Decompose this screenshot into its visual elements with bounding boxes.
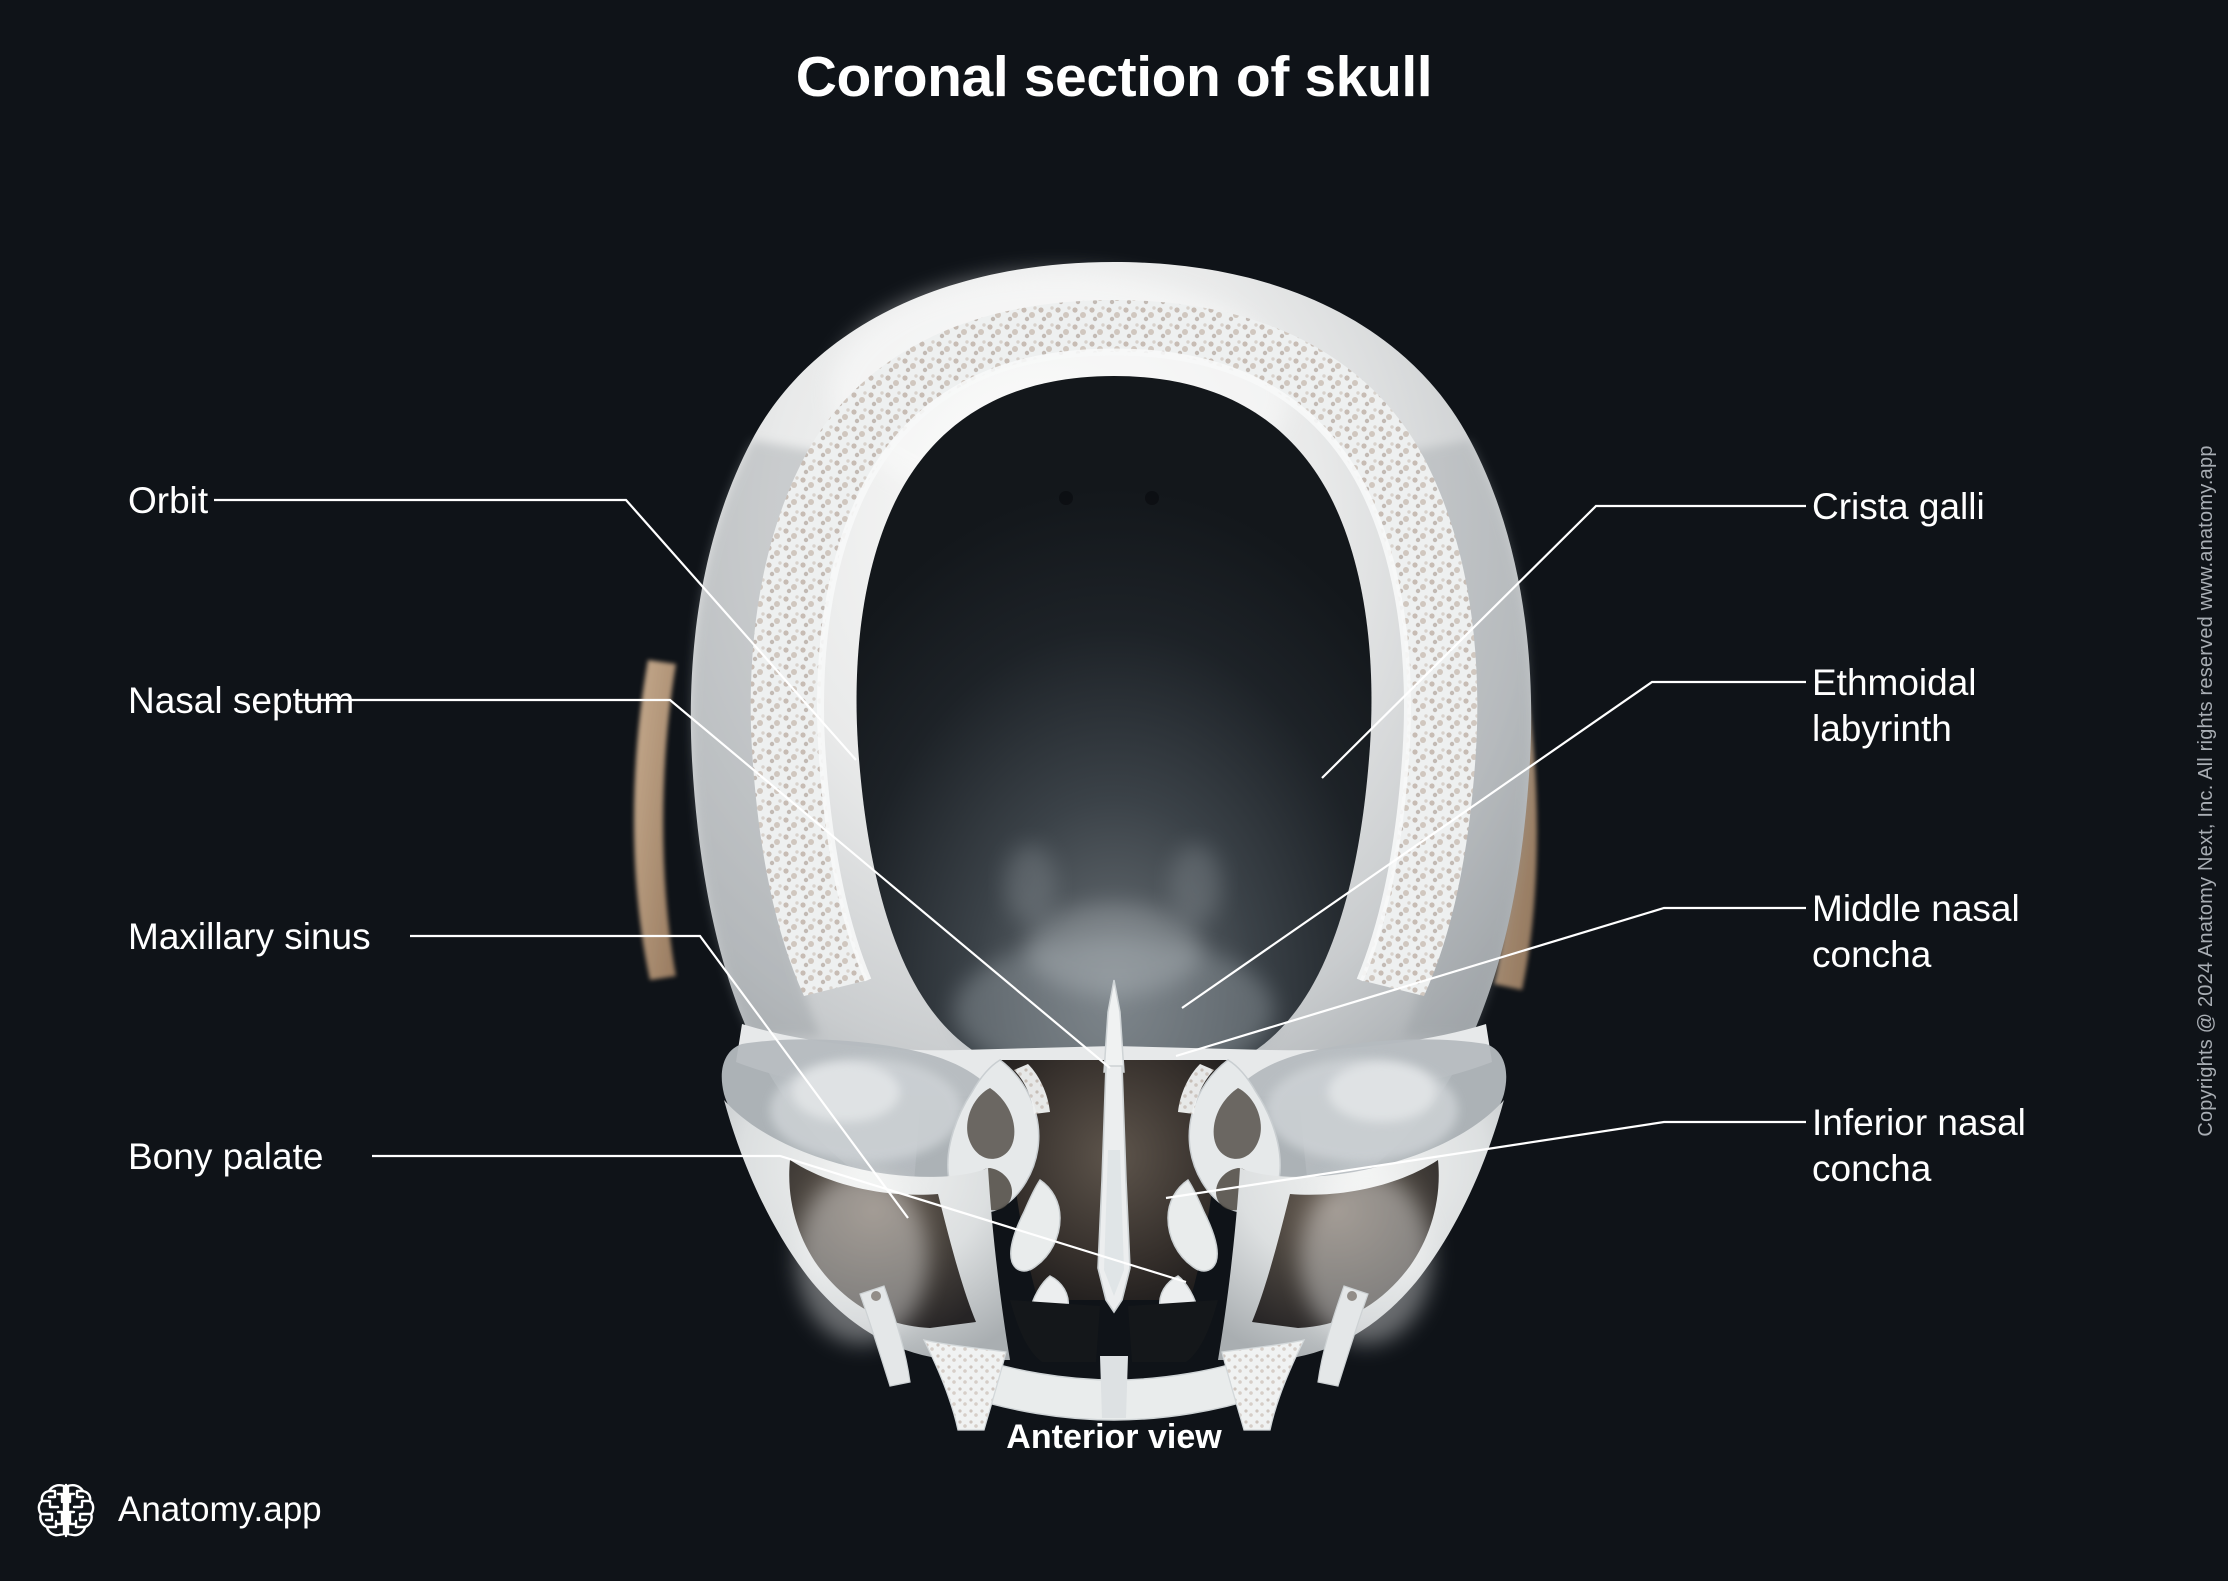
inferior-nasal-concha-left (1028, 1275, 1070, 1333)
middle-nasal-concha-left (1010, 1178, 1061, 1272)
vault-right-shading (1404, 440, 1532, 1036)
cranial-cavity (856, 376, 1372, 1074)
leader-lines (214, 498, 1806, 1284)
leader-line-ethmoidal-labyrinth (1181, 680, 1806, 1009)
orbit-right-floor-shading (1266, 1058, 1458, 1162)
crista-galli (1103, 979, 1125, 1073)
ethmoid-air-cell-right-1 (1213, 1088, 1261, 1159)
nasal-airway-left (1010, 1300, 1100, 1362)
labyrinth-left-speckle (1014, 1064, 1050, 1114)
cavity-detail-left (1004, 844, 1056, 924)
label-maxillary-sinus[interactable]: Maxillary sinus (128, 916, 371, 957)
orbit-left-highlight (792, 1062, 900, 1122)
leader-line-maxillary-sinus (410, 934, 909, 1219)
nasal-septum (1097, 1065, 1131, 1314)
vault-left-shading (690, 440, 820, 1036)
ethmoidal-labyrinth-left (947, 1059, 1040, 1213)
ethmoid-air-cell-left-2 (971, 1168, 1012, 1211)
leader-line-nasal-septum (296, 698, 1111, 1069)
leader-line-inferior-nasal-concha (1165, 1120, 1806, 1200)
label-crista-galli[interactable]: Crista galli (1812, 486, 1985, 527)
cranial-vault (690, 262, 1532, 1206)
label-ethmoidal-labyrinth[interactable]: Ethmoidal labyrinth (1812, 662, 1977, 749)
inner-table (817, 348, 1411, 982)
bony-palate (953, 1351, 1275, 1421)
cavity-detail-right (1170, 844, 1222, 924)
foramen-left (1059, 491, 1073, 505)
orbital-roof-bar (736, 1024, 1492, 1097)
palate-midline-suture (1100, 1356, 1128, 1418)
inferior-nasal-concha-right (1158, 1275, 1200, 1333)
diploe-spongy-bone (750, 300, 1478, 996)
orbit-right-highlight (1328, 1062, 1436, 1122)
label-nasal-septum[interactable]: Nasal septum (128, 680, 355, 721)
infraorbital-foramen-left (871, 1291, 881, 1301)
vault-highlight (830, 272, 1290, 512)
ethmoid-air-cell-left-1 (967, 1088, 1015, 1159)
label-bony-palate[interactable]: Bony palate (128, 1136, 324, 1177)
page-title: Coronal section of skull (795, 45, 1433, 109)
right-temporal-rim (1488, 620, 1537, 990)
skull-model (634, 262, 1537, 1431)
ethmoid-air-cell-right-2 (1216, 1168, 1257, 1211)
leader-line-crista-galli (1321, 504, 1806, 779)
maxilla-right (1218, 1100, 1504, 1360)
zygomatic-spur-left (859, 1285, 911, 1387)
leader-line-bony-palate (372, 1154, 1187, 1284)
label-orbit[interactable]: Orbit (128, 480, 209, 521)
zygomatic-spur-right (1317, 1285, 1369, 1387)
left-temporal-rim (634, 660, 676, 980)
copyright-notice: Copyrights @ 2024 Anatomy Next, Inc. All… (2195, 444, 2217, 1137)
middle-nasal-concha-right (1167, 1178, 1218, 1272)
maxillary-sinus-left (789, 1160, 976, 1328)
ethmoidal-labyrinth-right (1188, 1059, 1281, 1213)
infraorbital-foramen-right (1347, 1291, 1357, 1301)
nasal-cavity-backdrop (1000, 1060, 1228, 1300)
brain-icon (37, 1483, 95, 1538)
label-middle-nasal-concha[interactable]: Middle nasal concha (1812, 888, 2020, 975)
view-caption: Anterior view (1006, 1418, 1222, 1456)
nasal-airway-right (1128, 1300, 1218, 1362)
maxilla-left-highlight (796, 1172, 928, 1344)
leader-line-middle-nasal-concha (1175, 906, 1806, 1058)
vomer (1104, 1150, 1124, 1296)
label-inferior-nasal-concha[interactable]: Inferior nasal concha (1812, 1102, 2026, 1189)
orbit-right-cavity (1219, 1039, 1507, 1183)
brand-logo[interactable]: Anatomy.app (34, 1478, 322, 1542)
maxillary-sinus-right (1252, 1160, 1439, 1328)
cavity-midline-glow (1026, 904, 1202, 996)
maxilla-right-highlight (1300, 1172, 1432, 1344)
foramen-right (1145, 491, 1159, 505)
cavity-floor-glow (954, 938, 1274, 1082)
orbit-left-floor-shading (770, 1058, 962, 1162)
orbit-left-cavity (721, 1039, 1009, 1183)
brand-logo-text: Anatomy.app (118, 1490, 322, 1529)
labyrinth-right-speckle (1178, 1064, 1214, 1114)
maxilla-left (724, 1100, 1010, 1360)
alveolar-process-left (922, 1339, 1007, 1431)
alveolar-process-right (1221, 1339, 1306, 1431)
